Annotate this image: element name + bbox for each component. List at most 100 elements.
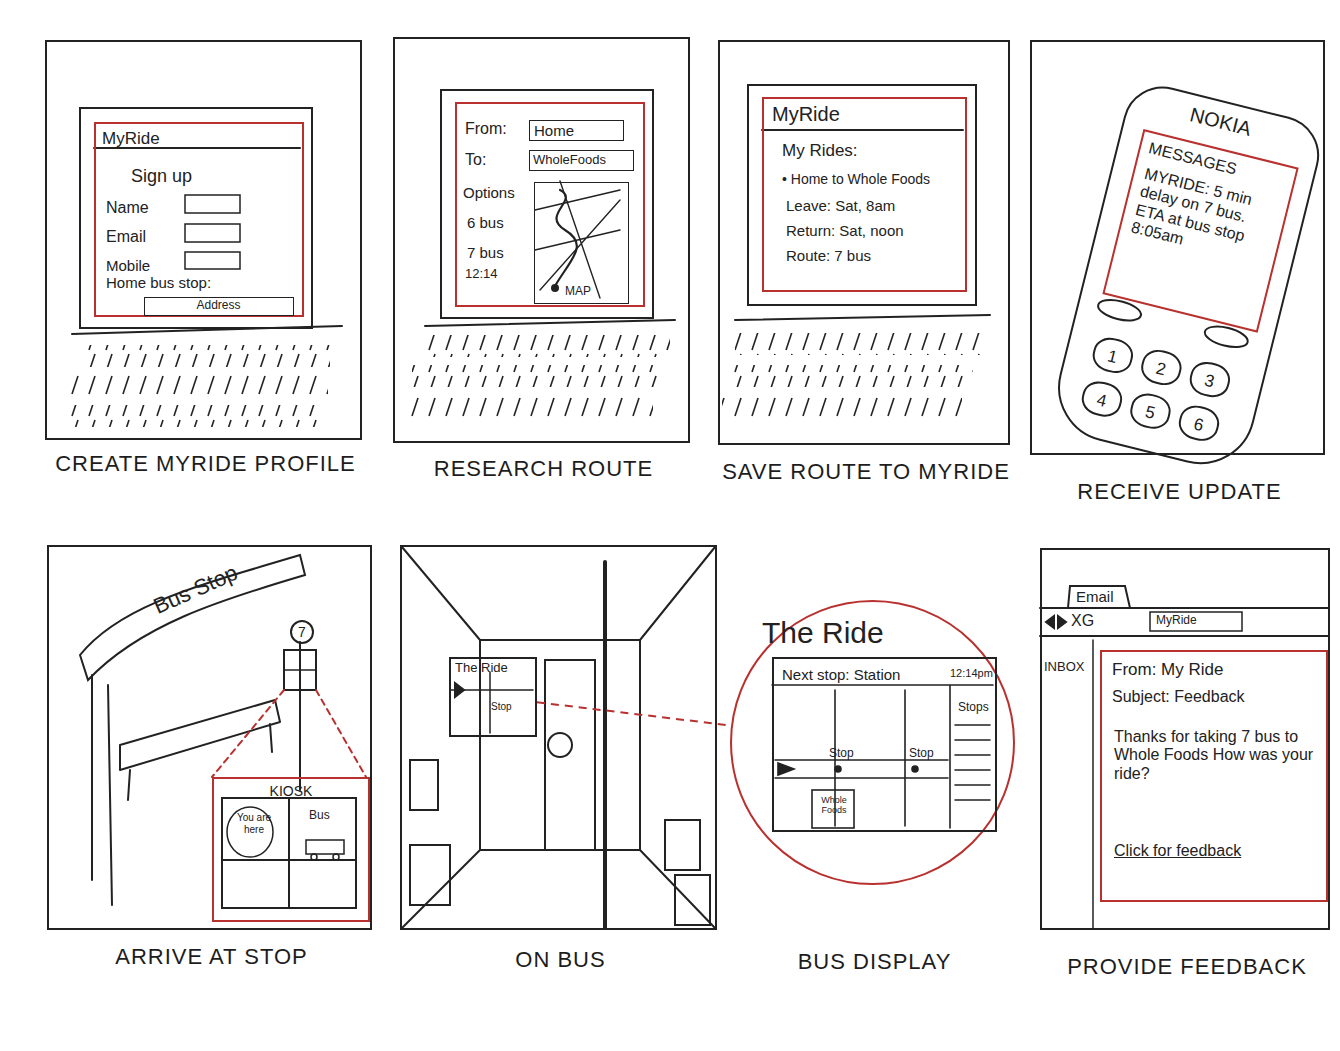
storyboard-panel: RECEIVE UPDATENOKIAMESSAGESMYRIDE: 5 min… bbox=[1030, 40, 1325, 455]
kiosk-grid bbox=[222, 798, 356, 908]
node-text: 3 bbox=[1190, 367, 1230, 395]
keyboard-row bbox=[412, 365, 662, 387]
node-text: Click for feedback bbox=[1114, 842, 1241, 860]
call-button bbox=[1096, 296, 1143, 324]
node-text: 4 bbox=[1082, 387, 1122, 415]
map-route bbox=[555, 190, 577, 286]
bus-display-sketch bbox=[772, 685, 993, 828]
keyboard-row bbox=[420, 335, 670, 357]
node-text: ARRIVE AT STOP bbox=[39, 944, 384, 969]
node-text: Route: 7 bus bbox=[786, 247, 871, 264]
node-text: ON BUS bbox=[402, 947, 719, 972]
node-text: My Rides: bbox=[782, 141, 858, 161]
zoom-leader bbox=[212, 690, 366, 777]
stops-list bbox=[955, 725, 990, 800]
bus-wheel bbox=[333, 854, 339, 860]
screen-box: MESSAGESMYRIDE: 5 min delay on 7 bus. ET… bbox=[1102, 129, 1298, 333]
inbox-divider bbox=[1092, 640, 1094, 928]
node-text: NOKIA bbox=[1188, 103, 1254, 140]
node-text: The Ride bbox=[762, 616, 884, 651]
node-text: 6 bbox=[1179, 411, 1219, 439]
phone-key: 3 bbox=[1186, 358, 1233, 401]
laptop-screen-frame bbox=[748, 85, 976, 305]
node-text: MyRide bbox=[772, 103, 840, 126]
node-text: Mobile bbox=[106, 257, 150, 274]
laptop-hinge bbox=[72, 326, 342, 334]
seat bbox=[675, 875, 710, 925]
seat bbox=[665, 820, 700, 870]
node-text: Home bbox=[534, 122, 574, 139]
node-text: Leave: Sat, 8am bbox=[786, 197, 895, 214]
node-text: Sign up bbox=[131, 166, 192, 187]
screen-box: From:To:Options6 bus7 bus12:14HomeWholeF… bbox=[455, 102, 645, 307]
browser-sketch bbox=[1040, 586, 1328, 928]
node-text: Stop bbox=[491, 701, 512, 713]
keyboard-row bbox=[70, 375, 328, 397]
keyboard-row bbox=[722, 397, 962, 419]
phone-key: 6 bbox=[1175, 402, 1222, 445]
perspective-lines bbox=[402, 547, 715, 928]
node-text: Stop bbox=[829, 747, 854, 761]
node-text: BUS DISPLAY bbox=[732, 949, 1017, 974]
stop-sign: 7 bbox=[290, 620, 314, 644]
kiosk-device bbox=[284, 650, 316, 690]
phone-key: 1 bbox=[1089, 334, 1136, 377]
node-text: 2 bbox=[1141, 355, 1181, 383]
store-outline bbox=[812, 790, 854, 828]
node-text: To: bbox=[465, 151, 486, 169]
bus-door bbox=[545, 660, 595, 850]
seat bbox=[410, 845, 450, 905]
node-text: Stops bbox=[958, 701, 989, 715]
input-field: WholeFoods bbox=[529, 150, 634, 171]
node-text: WholeFoods bbox=[533, 153, 606, 168]
node-text: 12:14pm bbox=[950, 667, 993, 680]
node-text: 6 bus bbox=[467, 214, 504, 231]
sketch-label: MyRide bbox=[1156, 614, 1197, 627]
keyboard-row bbox=[735, 333, 980, 355]
input-field: Address bbox=[144, 297, 294, 316]
phone-key: 2 bbox=[1138, 346, 1185, 389]
node-text: Whole Foods bbox=[816, 795, 852, 816]
sketch-label: INBOX bbox=[1044, 660, 1084, 674]
keyboard-row bbox=[80, 345, 330, 367]
display-grid bbox=[772, 685, 993, 828]
node-text: 7 bus bbox=[467, 244, 504, 261]
grab-pole bbox=[603, 562, 607, 928]
map-box: MAP bbox=[534, 182, 629, 304]
bus-wheel bbox=[311, 854, 317, 860]
node-text: 1 bbox=[1093, 343, 1133, 371]
node-text: MYRIDE: 5 min delay on 7 bus. ETA at bus… bbox=[1129, 165, 1283, 270]
display-box: The RideStop bbox=[449, 657, 537, 737]
screen-box: MyRideSign upNameEmailMobileHome bus sto… bbox=[94, 122, 304, 317]
display-streets bbox=[775, 690, 948, 826]
laptop-screen-frame bbox=[441, 90, 653, 318]
node-text: 5 bbox=[1130, 399, 1170, 427]
node-text: Address bbox=[145, 299, 292, 313]
kiosk-frame bbox=[222, 798, 356, 908]
storyboard-panel: CREATE MYRIDE PROFILEMyRideSign upNameEm… bbox=[45, 40, 362, 440]
node-text: The Ride bbox=[455, 661, 508, 676]
phone-body: NOKIAMESSAGESMYRIDE: 5 min delay on 7 bu… bbox=[1046, 78, 1327, 476]
seat bbox=[410, 760, 438, 810]
storyboard-panel: ARRIVE AT STOP7KIOSKYou are hereBus bbox=[47, 545, 372, 930]
laptop-screen-frame bbox=[80, 108, 312, 328]
sketch-label: Bus Stop bbox=[150, 561, 241, 619]
kiosk-device-grid bbox=[284, 650, 316, 690]
storyboard-panel: ON BUSThe RideStop bbox=[400, 545, 717, 930]
screen-box: KIOSKYou are hereBus bbox=[212, 777, 370, 922]
map-streets bbox=[535, 181, 620, 298]
bench bbox=[120, 700, 280, 800]
node-text: MyRide bbox=[102, 129, 160, 149]
screen-box: MyRideMy Rides:• Home to Whole FoodsLeav… bbox=[762, 97, 967, 292]
node-text: RECEIVE UPDATE bbox=[1012, 479, 1340, 504]
node-text: RESEARCH ROUTE bbox=[375, 456, 712, 481]
call-button bbox=[1203, 323, 1250, 351]
zoom-circle: The RideBUS DISPLAYNext stop: Station12:… bbox=[730, 600, 1015, 885]
node-text: From: bbox=[465, 120, 507, 138]
bus-arrow bbox=[778, 763, 794, 775]
laptop-hinge bbox=[735, 315, 990, 320]
node-text: CREATE MYRIDE PROFILE bbox=[27, 451, 384, 476]
